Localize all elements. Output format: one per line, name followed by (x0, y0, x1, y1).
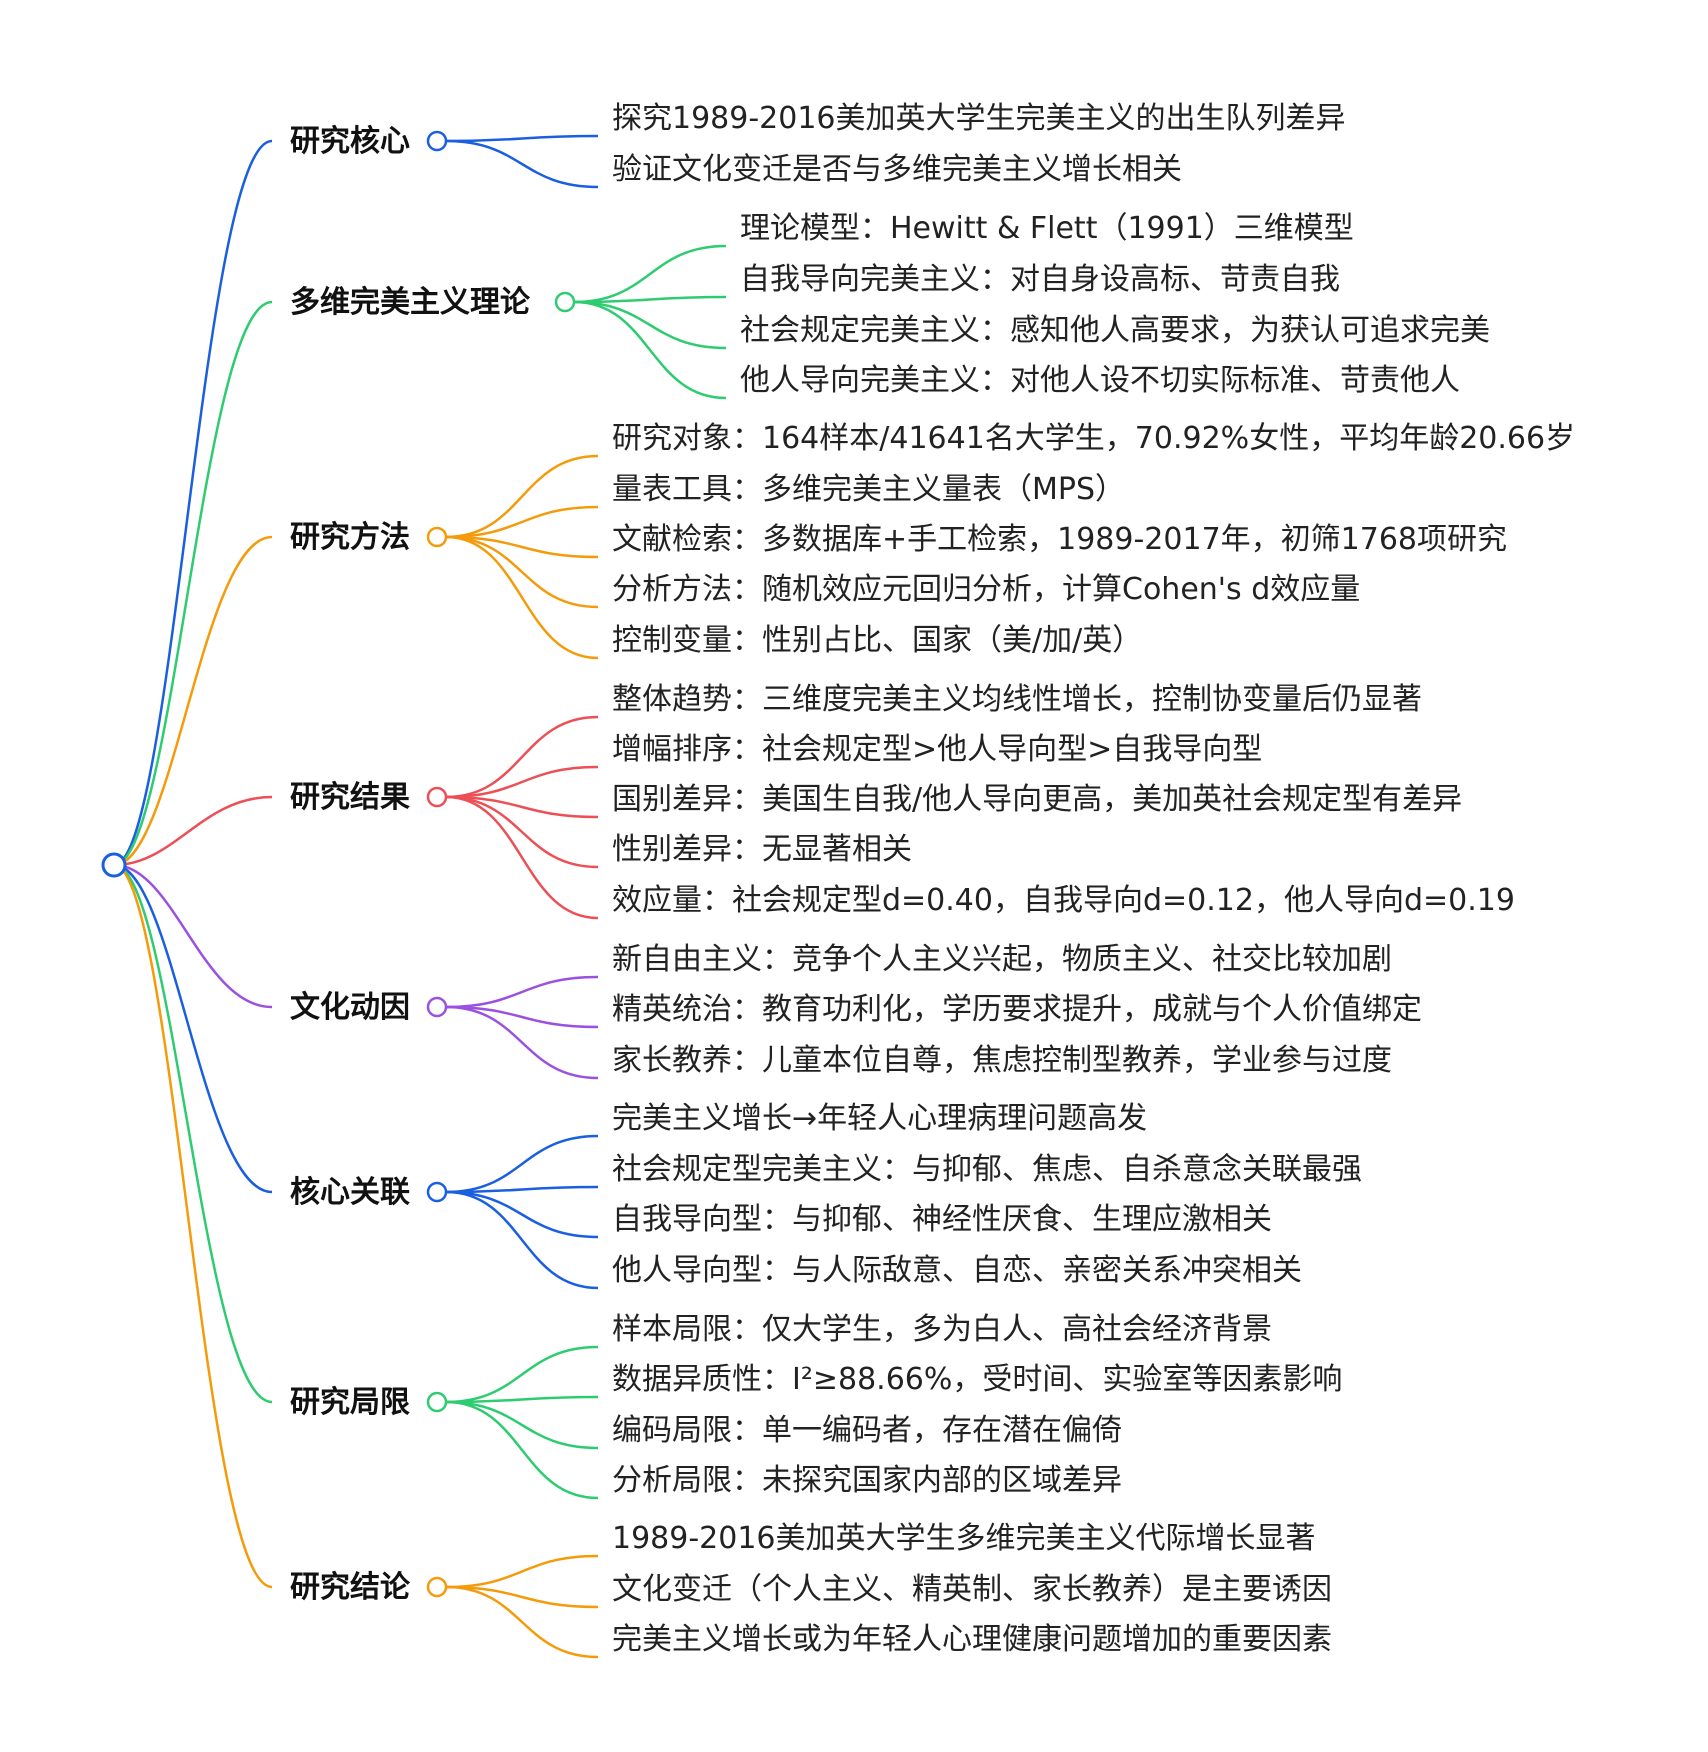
leaf-label: 精英统治：教育功利化，学历要求提升，成就与个人价值绑定 (612, 992, 1422, 1027)
root-edge (113, 139, 273, 867)
leaf-edge (445, 454, 599, 539)
leaf-edge (445, 535, 599, 660)
leaf-label: 完美主义增长或为年轻人心理健康问题增加的重要因素 (612, 1622, 1332, 1657)
root-edge (113, 863, 273, 1404)
branch-label: 核心关联 (290, 1175, 410, 1210)
leaf-edge (445, 795, 599, 920)
branch-label: 研究核心 (290, 124, 410, 159)
root-edge (113, 535, 273, 867)
branch-node-circle[interactable] (426, 786, 448, 808)
root-edge (113, 300, 273, 867)
root-edge (113, 863, 273, 1589)
root-edge (113, 795, 273, 867)
leaf-label: 新自由主义：竞争个人主义兴起，物质主义、社交比较加剧 (612, 942, 1392, 977)
root-node[interactable] (101, 852, 127, 878)
leaf-label: 分析方法：随机效应元回归分析，计算Cohen's d效应量 (612, 572, 1360, 607)
leaf-label: 国别差异：美国生自我/他人导向更高，美加英社会规定型有差异 (612, 782, 1462, 817)
leaf-label: 社会规定完美主义：感知他人高要求，为获认可追求完美 (740, 313, 1490, 348)
leaf-label: 理论模型：Hewitt & Flett（1991）三维模型 (740, 211, 1354, 246)
leaf-edge (573, 244, 727, 304)
mindmap-nodes: 研究核心 探究1989-2016美加英大学生完美主义的出生队列差异验证文化变迁是否… (290, 101, 1575, 1657)
leaf-edge (445, 1005, 599, 1029)
leaf-label: 数据异质性：I²≥88.66%，受时间、实验室等因素影响 (612, 1362, 1342, 1397)
leaf-edge (573, 300, 727, 400)
branch-label: 研究结论 (290, 1570, 411, 1605)
leaf-edge (445, 1345, 599, 1404)
branch-label: 研究方法 (290, 520, 410, 555)
leaf-edge (445, 795, 599, 819)
leaf-label: 效应量：社会规定型d=0.40，自我导向d=0.12，他人导向d=0.19 (612, 883, 1515, 918)
leaf-label: 验证文化变迁是否与多维完美主义增长相关 (612, 152, 1182, 187)
leaf-label: 自我导向完美主义：对自身设高标、苛责自我 (740, 262, 1340, 297)
leaf-label: 社会规定型完美主义：与抑郁、焦虑、自杀意念关联最强 (612, 1152, 1362, 1187)
leaf-label: 量表工具：多维完美主义量表（MPS） (612, 472, 1125, 507)
leaf-edge (445, 1134, 599, 1194)
leaf-label: 文化变迁（个人主义、精英制、家长教养）是主要诱因 (612, 1572, 1332, 1607)
branch-node-circle[interactable] (426, 526, 448, 548)
leaf-label: 自我导向型：与抑郁、神经性厌食、生理应激相关 (612, 1202, 1272, 1237)
leaf-label: 性别差异：无显著相关 (612, 832, 912, 867)
leaf-edge (445, 1554, 599, 1589)
leaf-label: 控制变量：性别占比、国家（美/加/英） (612, 623, 1142, 658)
leaf-edge (445, 765, 599, 799)
leaf-label: 家长教养：儿童本位自尊，焦虑控制型教养，学业参与过度 (612, 1043, 1392, 1078)
leaf-label: 增幅排序：社会规定型>他人导向型>自我导向型 (612, 732, 1262, 767)
branch-label: 研究局限 (290, 1385, 410, 1420)
leaf-label: 编码局限：单一编码者，存在潜在偏倚 (612, 1413, 1122, 1448)
leaf-edge (445, 1585, 599, 1609)
leaf-edge (445, 1395, 599, 1404)
leaf-edge (445, 1190, 599, 1290)
branch-node-circle[interactable] (426, 1576, 448, 1598)
mindmap-edges (113, 134, 727, 1659)
leaf-edge (445, 975, 599, 1009)
leaf-edge (445, 1185, 599, 1194)
branch-node-circle[interactable] (426, 130, 448, 152)
root-edge (113, 863, 273, 1009)
branch-label: 多维完美主义理论 (290, 285, 531, 320)
leaf-edge (445, 1400, 599, 1450)
leaf-label: 研究对象：164样本/41641名大学生，70.92%女性，平均年龄20.66岁 (612, 421, 1575, 456)
leaf-edge (573, 295, 727, 304)
branch-node-circle[interactable] (426, 996, 448, 1018)
branch-node-circle[interactable] (426, 1391, 448, 1413)
leaf-label: 他人导向完美主义：对他人设不切实际标准、苛责他人 (740, 363, 1460, 398)
leaf-edge (445, 795, 599, 869)
branch-node-circle[interactable] (426, 1181, 448, 1203)
leaf-edge (573, 300, 727, 350)
leaf-edge (445, 505, 599, 539)
leaf-edge (445, 715, 599, 799)
leaf-edge (445, 134, 599, 143)
leaf-edge (445, 1400, 599, 1500)
leaf-label: 1989-2016美加英大学生多维完美主义代际增长显著 (612, 1521, 1316, 1556)
leaf-edge (445, 139, 599, 189)
leaf-edge (445, 1190, 599, 1239)
leaf-edge (445, 535, 599, 609)
branch-label: 文化动因 (290, 990, 410, 1025)
leaf-edge (445, 535, 599, 559)
leaf-label: 整体趋势：三维度完美主义均线性增长，控制协变量后仍显著 (612, 682, 1422, 717)
leaf-label: 文献检索：多数据库+手工检索，1989-2017年，初筛1768项研究 (612, 522, 1507, 557)
leaf-edge (445, 1585, 599, 1659)
root-edge (113, 863, 273, 1194)
leaf-label: 他人导向型：与人际敌意、自恋、亲密关系冲突相关 (612, 1253, 1302, 1288)
leaf-label: 完美主义增长→年轻人心理病理问题高发 (612, 1101, 1147, 1136)
branch-node-circle[interactable] (554, 291, 576, 313)
leaf-edge (445, 1005, 599, 1080)
leaf-label: 样本局限：仅大学生，多为白人、高社会经济背景 (612, 1312, 1272, 1347)
leaf-label: 探究1989-2016美加英大学生完美主义的出生队列差异 (612, 101, 1346, 136)
leaf-label: 分析局限：未探究国家内部的区域差异 (612, 1463, 1122, 1498)
branch-label: 研究结果 (290, 780, 410, 815)
